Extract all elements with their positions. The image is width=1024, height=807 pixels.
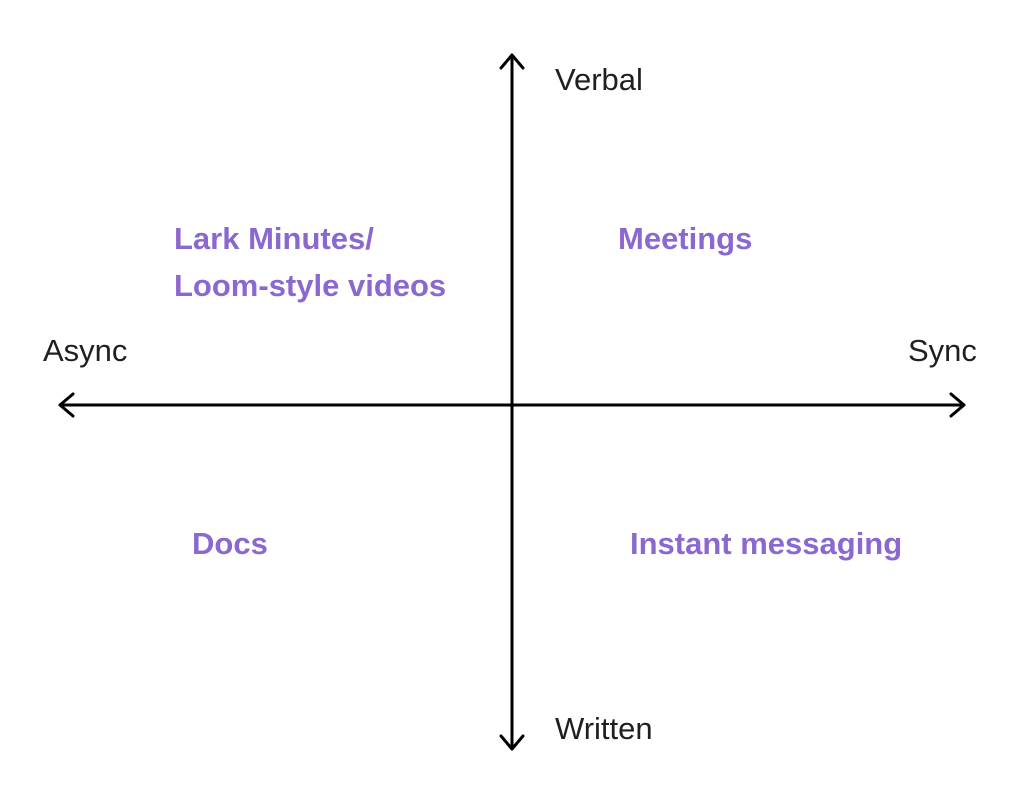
axis-label-left: Async — [43, 333, 128, 368]
quadrant-top-left: Lark Minutes/ Loom-style videos — [174, 215, 446, 309]
quadrant-bottom-left: Docs — [192, 520, 268, 567]
quadrant-top-left-line-2: Loom-style videos — [174, 268, 447, 303]
quadrant-bottom-left-line-1: Docs — [192, 526, 268, 561]
quadrant-top-right: Meetings — [618, 215, 752, 262]
axis-label-right: Sync — [908, 333, 977, 368]
axis-label-bottom: Written — [555, 711, 653, 746]
axis-label-top: Verbal — [555, 62, 643, 97]
quadrant-top-left-line-1: Lark Minutes/ — [174, 221, 374, 256]
quadrant-bottom-right-line-1: Instant messaging — [630, 526, 903, 561]
arrow-up-icon — [499, 53, 525, 70]
quadrant-bottom-right: Instant messaging — [630, 520, 902, 567]
arrow-down-icon — [499, 734, 525, 751]
quadrant-top-right-line-1: Meetings — [618, 221, 753, 256]
arrow-right-icon — [949, 392, 966, 418]
arrow-left-icon — [58, 392, 75, 418]
